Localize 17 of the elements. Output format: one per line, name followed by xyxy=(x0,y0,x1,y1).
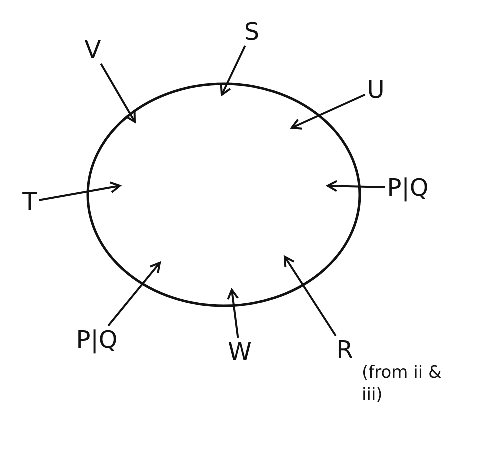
arrow-label: P|Q xyxy=(74,326,120,354)
arrow xyxy=(291,94,366,130)
arrow xyxy=(100,64,136,123)
arrow xyxy=(284,256,337,337)
arrow-label: R xyxy=(334,336,356,364)
arrow-label: S xyxy=(242,18,262,46)
arrow-label: P|Q xyxy=(385,174,431,202)
arrow xyxy=(327,180,386,192)
arrow-label: V xyxy=(82,36,104,64)
arrow xyxy=(108,262,161,327)
arrow-label: T xyxy=(20,188,40,216)
note-text: (from ii & iii) xyxy=(362,362,443,406)
arrow xyxy=(227,289,240,338)
arrow-label: W xyxy=(226,338,254,366)
arrow xyxy=(220,46,246,96)
arrow xyxy=(39,182,121,202)
arrow-label: U xyxy=(365,76,387,104)
